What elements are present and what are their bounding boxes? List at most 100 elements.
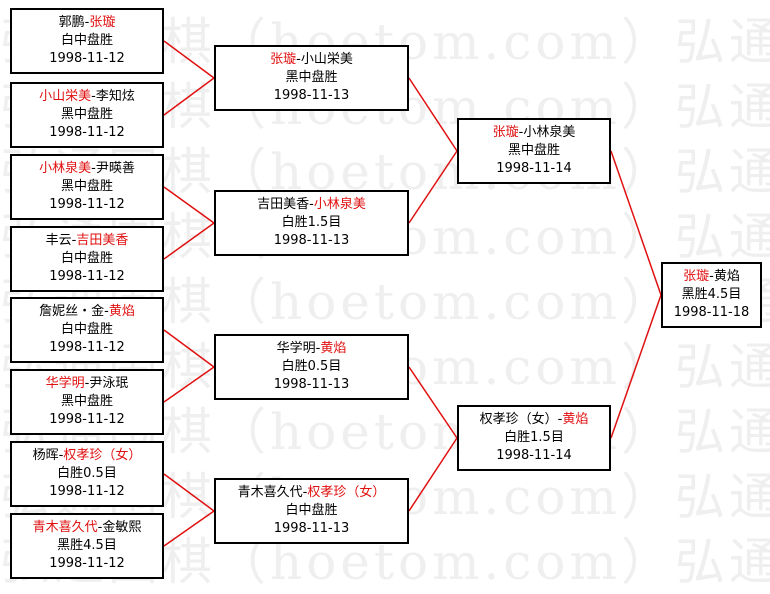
player-name: 小林泉美: [313, 197, 366, 212]
player-name: 张璇: [270, 52, 297, 67]
player-name: 吉田美香: [257, 197, 310, 212]
match-date: 1998-11-13: [273, 521, 350, 536]
player-name: 李知炫: [95, 89, 135, 104]
match-date: 1998-11-12: [49, 484, 125, 499]
match-result: 黑中盘胜: [507, 143, 560, 158]
players-separator: -: [315, 341, 321, 356]
match-box: 吉田美香-小林泉美白胜1.5目 1998-11-13: [214, 190, 409, 256]
players-separator: -: [709, 269, 714, 284]
connector-line: [408, 366, 458, 439]
players-separator: -: [518, 125, 524, 140]
match-players: 青木喜久代-金敏熙: [33, 519, 142, 537]
match-result: 白中盘胜: [60, 322, 113, 337]
connector-line: [408, 77, 458, 152]
connector-line: [408, 150, 458, 224]
player-name: 华学明: [276, 341, 316, 356]
match-players: 青木喜久代-权孝珍（女）: [238, 484, 386, 502]
player-name: 青木喜久代: [32, 520, 98, 535]
match-date: 1998-11-18: [673, 305, 750, 320]
match-date: 1998-11-12: [49, 412, 125, 427]
players-separator: -: [557, 412, 563, 427]
match-players: 张璇-小山栄美: [270, 51, 353, 69]
match-result: 白胜0.5目: [281, 359, 342, 374]
match-date: 1998-11-12: [49, 269, 125, 284]
player-name: 张璇: [492, 125, 519, 140]
player-name: 杨晖: [32, 448, 59, 463]
player-name: 黄焰: [108, 304, 135, 319]
player-name: 小山栄美: [39, 89, 92, 104]
players-separator: -: [97, 520, 103, 535]
match-date: 1998-11-12: [49, 556, 125, 571]
connector-line: [163, 77, 215, 116]
match-players: 张璇-黄焰: [683, 268, 740, 286]
connector-line: [163, 186, 215, 224]
match-players: 郭鹏-张璇: [59, 14, 116, 32]
match-date: 1998-11-14: [496, 448, 572, 463]
match-date: 1998-11-13: [273, 233, 350, 248]
connector-line: [163, 329, 215, 368]
match-result: 黑中盘胜: [60, 107, 113, 122]
connector-line: [163, 510, 215, 547]
match-players: 华学明-尹泳珉: [46, 375, 129, 393]
player-name: 小林泉美: [39, 161, 92, 176]
match-result: 黑中盘胜: [285, 70, 338, 85]
match-players: 小林泉美-尹暎善: [39, 160, 135, 178]
players-separator: -: [302, 485, 308, 500]
players-separator: -: [84, 15, 90, 30]
player-name: 黄焰: [562, 412, 589, 427]
player-name: 小林泉美: [523, 125, 576, 140]
player-name: 张璇: [89, 15, 116, 30]
match-players: 丰云-吉田美香: [46, 232, 129, 250]
players-separator: -: [58, 448, 64, 463]
match-players: 权孝珍（女）-黄焰: [480, 411, 589, 429]
players-separator: -: [296, 52, 301, 67]
match-result: 白胜1.5目: [281, 215, 342, 230]
connector-line: [163, 366, 215, 403]
match-players: 詹妮丝・金-黄焰: [39, 303, 135, 321]
match-result: 白中盘胜: [285, 503, 338, 518]
player-name: 黄焰: [713, 269, 740, 284]
player-name: 郭鹏: [58, 15, 85, 30]
match-result: 白胜0.5目: [57, 466, 117, 481]
player-name: 小山栄美: [300, 52, 353, 67]
match-result: 黑胜4.5目: [57, 538, 117, 553]
player-name: 青木喜久代: [237, 485, 303, 500]
player-name: 权孝珍（女）: [479, 412, 558, 427]
player-name: 权孝珍（女）: [63, 448, 142, 463]
match-result: 白胜1.5目: [504, 430, 564, 445]
match-box: 小山栄美-李知炫黑中盘胜 1998-11-12: [10, 82, 164, 148]
match-date: 1998-11-12: [49, 125, 125, 140]
match-players: 华学明-黄焰: [277, 340, 347, 358]
connector-line: [610, 150, 662, 296]
players-separator: -: [71, 233, 77, 248]
players-separator: -: [104, 304, 109, 319]
players-separator: -: [309, 197, 314, 212]
match-result: 白中盘胜: [60, 251, 113, 266]
match-players: 杨晖-权孝珍（女）: [33, 447, 142, 465]
connector-line: [408, 437, 458, 512]
match-date: 1998-11-14: [496, 161, 572, 176]
match-result: 黑中盘胜: [60, 394, 113, 409]
match-box: 丰云-吉田美香白中盘胜 1998-11-12: [10, 226, 164, 292]
match-players: 小山栄美-李知炫: [39, 88, 135, 106]
match-box: 华学明-尹泳珉黑中盘胜 1998-11-12: [10, 369, 164, 435]
player-name: 华学明: [45, 376, 85, 391]
match-players: 张璇-小林泉美: [493, 124, 576, 142]
player-name: 权孝珍（女）: [307, 485, 386, 500]
player-name: 黄焰: [320, 341, 347, 356]
match-date: 1998-11-13: [273, 88, 350, 103]
match-box: 青木喜久代-金敏熙黑胜4.5目 1998-11-12: [10, 513, 164, 579]
match-result: 黑胜4.5目: [681, 287, 742, 302]
connector-line: [163, 40, 215, 79]
match-date: 1998-11-12: [49, 51, 125, 66]
player-name: 吉田美香: [76, 233, 129, 248]
